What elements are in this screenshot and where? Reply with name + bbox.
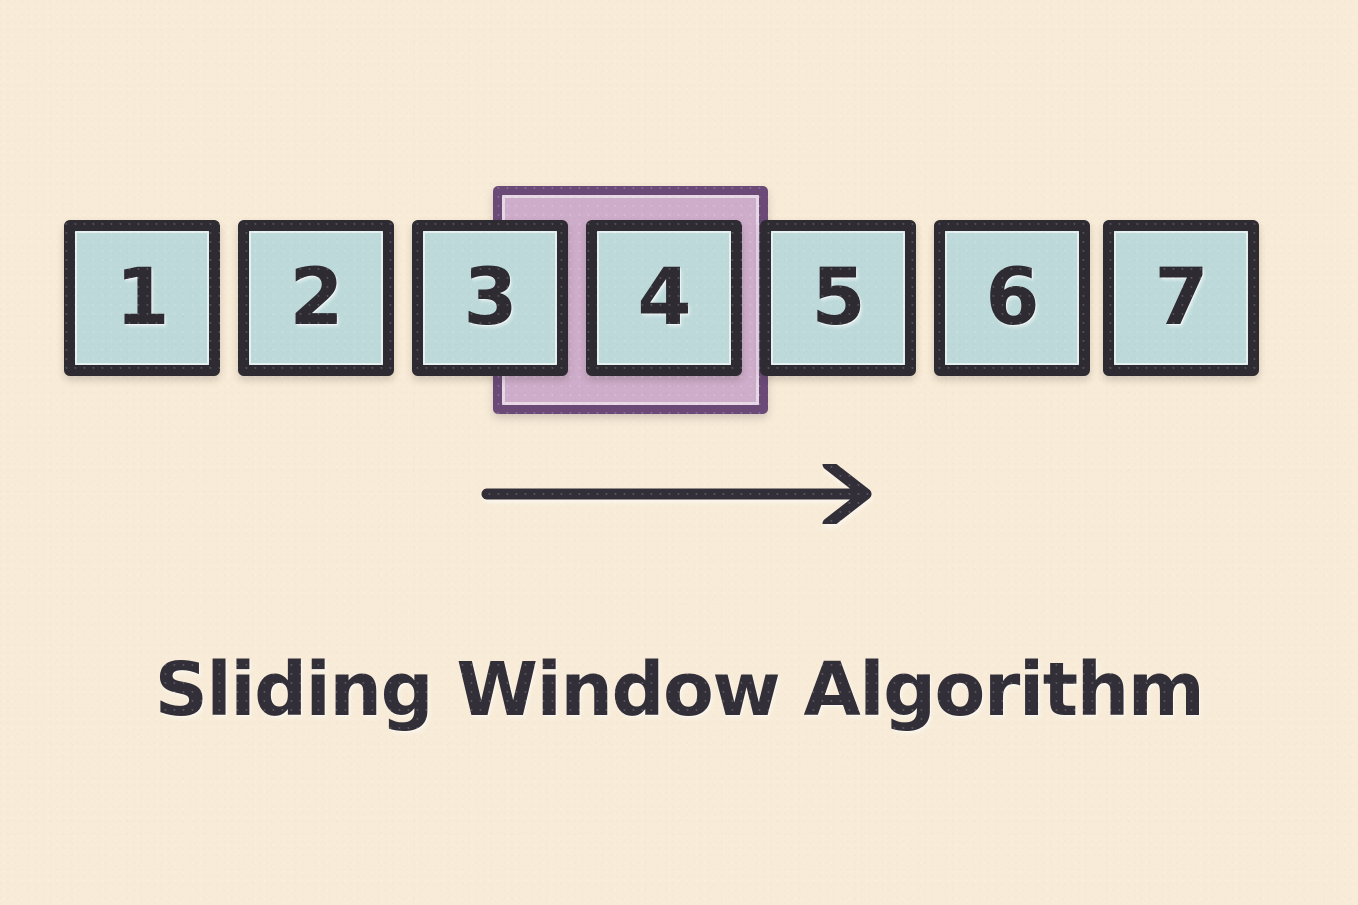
array-cell-value: 1 [115,253,169,343]
array-cell-2[interactable]: 2 [238,220,394,376]
array-cell-value: 7 [1154,253,1208,343]
array-cell-3[interactable]: 3 [412,220,568,376]
array-cell-6[interactable]: 6 [934,220,1090,376]
array-cell-value: 4 [637,253,691,343]
array-cell-value: 2 [289,253,343,343]
array-cell-4[interactable]: 4 [586,220,742,376]
diagram-caption: Sliding Window Algorithm [154,647,1205,733]
array-cell-7[interactable]: 7 [1103,220,1259,376]
array-cell-value: 6 [985,253,1039,343]
array-cell-value: 5 [811,253,865,343]
array-cell-value: 3 [463,253,517,343]
slide-direction-arrow [457,458,896,530]
arrow-icon [481,458,872,530]
array-cell-1[interactable]: 1 [64,220,220,376]
array-cell-5[interactable]: 5 [760,220,916,376]
